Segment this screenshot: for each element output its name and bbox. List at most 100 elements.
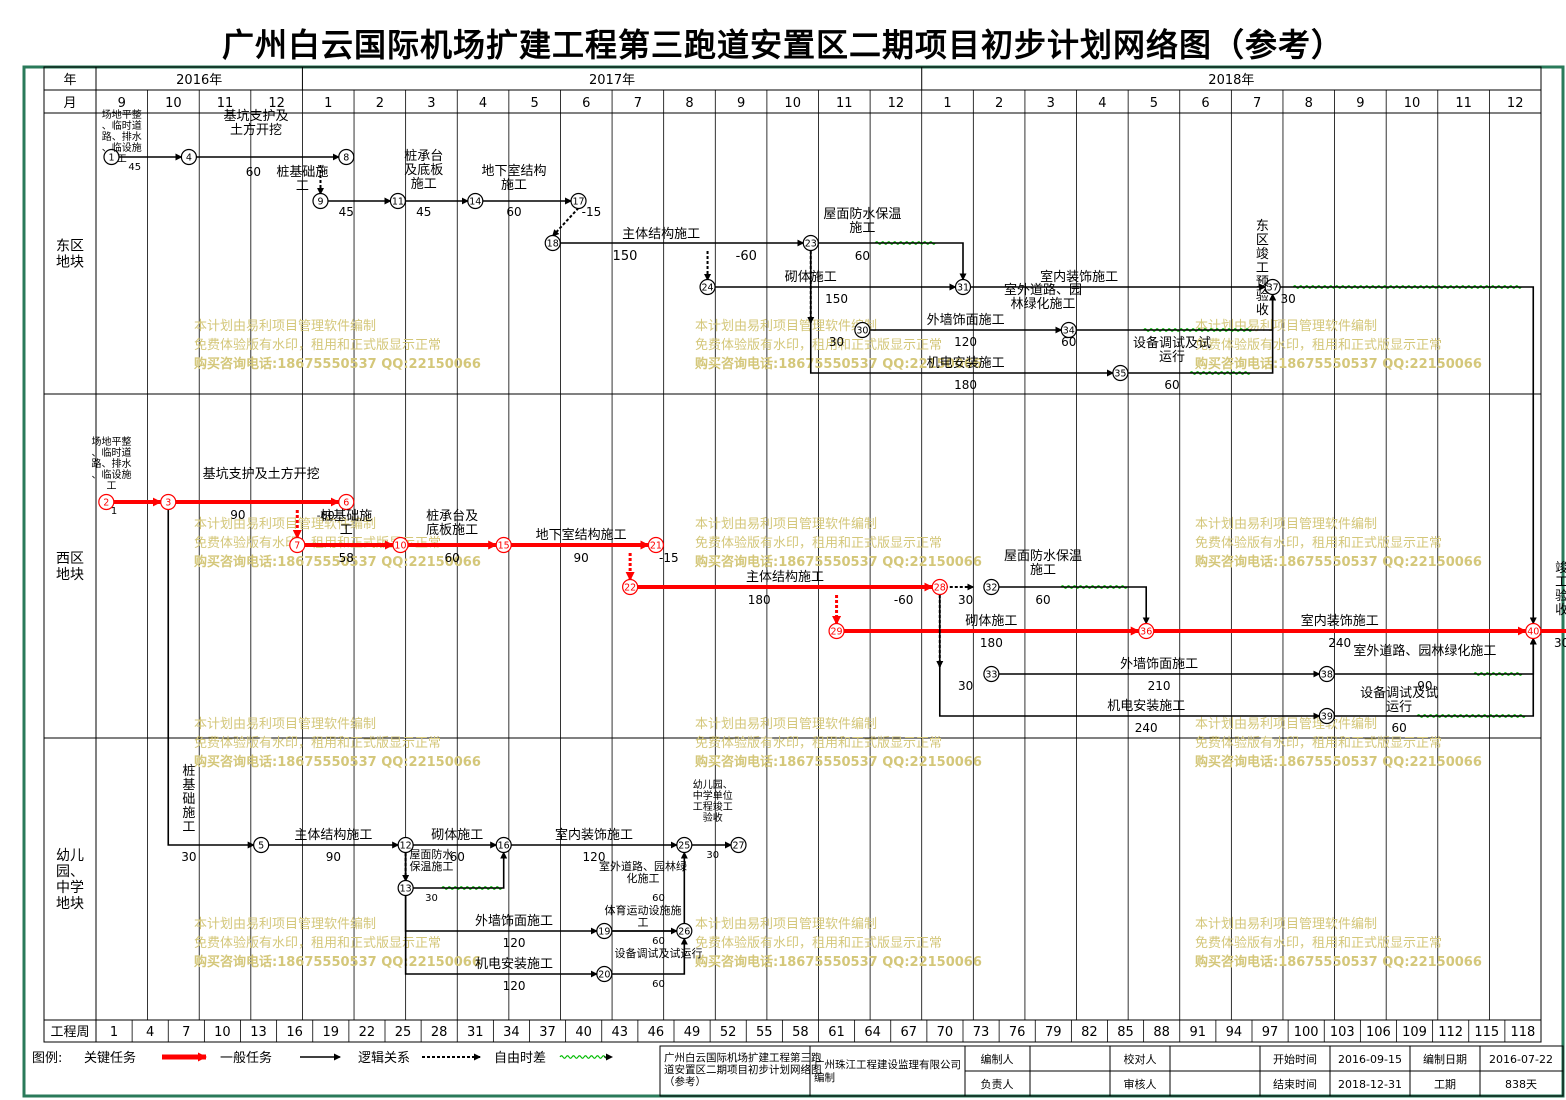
row-label: 园、 — [56, 864, 84, 880]
week-value: 34 — [503, 1025, 520, 1040]
info-duration-value: 838天 — [1505, 1078, 1537, 1091]
task-label: 60 — [652, 893, 665, 904]
event-node — [931, 578, 948, 596]
watermark-text: 购买咨询电话:18675550537 QQ:22150066 — [695, 754, 982, 770]
watermark-text: 购买咨询电话:18675550537 QQ:22150066 — [194, 554, 481, 570]
task-label: 幼儿园、中学单位工程竣工验收 — [693, 778, 733, 824]
watermark-text: 本计划由易利项目管理软件编制 — [695, 517, 877, 532]
month-label: 12 — [268, 96, 285, 111]
task-label: 45 — [339, 205, 354, 219]
month-label: 6 — [582, 96, 590, 111]
watermark-text: 本计划由易利项目管理软件编制 — [194, 517, 376, 532]
event-node — [98, 493, 115, 511]
week-value: 97 — [1262, 1025, 1279, 1040]
event-node — [338, 493, 355, 511]
row-label: 东区 — [56, 239, 84, 255]
watermark-text: 购买咨询电话:18675550537 QQ:22150066 — [695, 954, 982, 970]
event-node-number: 33 — [985, 670, 997, 681]
event-node — [596, 922, 613, 940]
event-node — [802, 234, 819, 252]
week-value: 76 — [1009, 1025, 1026, 1040]
month-label: 8 — [1305, 96, 1313, 111]
task-label: 120 — [583, 850, 606, 864]
task-label: 主体结构施工 — [746, 570, 824, 585]
task-label: 90 — [326, 850, 341, 864]
week-value: 10 — [214, 1025, 231, 1040]
event-node-number: 20 — [598, 970, 610, 981]
month-label: 5 — [1150, 96, 1158, 111]
task-label: 室内装饰施工 — [1301, 613, 1379, 629]
row-label: 中学 — [56, 880, 84, 896]
month-label: 2 — [376, 96, 384, 111]
week-value: 85 — [1117, 1025, 1134, 1040]
month-label: 8 — [685, 96, 693, 111]
week-value: 49 — [684, 1025, 701, 1040]
legend-logic-label: 逻辑关系 — [358, 1051, 410, 1066]
event-node — [289, 536, 306, 554]
week-value: 115 — [1474, 1025, 1499, 1040]
task-label: 60 — [1061, 335, 1076, 349]
event-node — [647, 536, 665, 554]
task-label: 屋面防水保温施工 — [409, 847, 453, 873]
task-label: 120 — [954, 335, 977, 349]
event-node-number: 38 — [1321, 670, 1333, 681]
watermark-text: 购买咨询电话:18675550537 QQ:22150066 — [1195, 954, 1482, 970]
event-node-number: 17 — [572, 197, 584, 208]
task-label: 30 — [958, 593, 973, 607]
task-label: 45 — [128, 162, 141, 173]
event-node-number: 37 — [1267, 283, 1279, 294]
event-node — [467, 192, 484, 210]
watermark-text: 免费体验版有水印，租用和正式版显示正常 — [1195, 735, 1442, 751]
task-label: 机电安装施工 — [1107, 699, 1185, 714]
week-value: 19 — [323, 1025, 340, 1040]
watermark-text: 购买咨询电话:18675550537 QQ:22150066 — [1195, 356, 1482, 372]
event-node-number: 13 — [400, 884, 412, 895]
month-label: 12 — [1507, 96, 1524, 111]
row-label: 西区 — [56, 551, 84, 567]
task-label: 屋面防水保温施工 — [1004, 548, 1082, 578]
legend-critical-label: 关键任务 — [84, 1050, 136, 1066]
week-value: 88 — [1153, 1025, 1170, 1040]
event-node-number: 5 — [258, 841, 264, 852]
task-label: 桩基础施工 — [320, 509, 372, 538]
week-value: 109 — [1402, 1025, 1427, 1040]
normal-task-arrow — [1280, 286, 1537, 625]
month-label: 12 — [888, 96, 905, 111]
week-value: 67 — [901, 1025, 918, 1040]
legend-and-info: 图例:关键任务一般任务逻辑关系自由时差广州白云国际机场扩建工程第三跑道安置区二期… — [32, 1045, 1564, 1097]
event-node-number: 10 — [394, 541, 406, 552]
normal-task-arrow — [1127, 293, 1277, 374]
event-node — [622, 578, 639, 596]
task-label: 场地平整、临时道路、排水、临设施工 — [91, 435, 131, 492]
task-label: 主体结构施工 — [622, 227, 700, 242]
event-node-number: 28 — [934, 583, 946, 594]
week-value: 31 — [467, 1025, 484, 1040]
month-label: 2 — [995, 96, 1003, 111]
task-label: -60 — [317, 509, 335, 522]
week-value: 55 — [756, 1025, 773, 1040]
task-label: 90 — [1417, 679, 1432, 693]
task-label: 地下室结构施工 — [536, 527, 627, 543]
normal-task-arrow — [998, 586, 1150, 625]
event-node-number: 11 — [392, 197, 404, 208]
normal-task-arrow — [611, 937, 688, 975]
event-node-number: 16 — [498, 841, 510, 852]
row-label: 地块 — [56, 896, 84, 912]
event-node — [495, 836, 512, 854]
event-node — [338, 148, 355, 166]
watermark-text: 免费体验版有水印，租用和正式版显示正常 — [695, 337, 942, 353]
task-label: 58 — [339, 551, 354, 565]
week-value: 73 — [973, 1025, 990, 1040]
week-value: 91 — [1190, 1025, 1207, 1040]
watermark-text: 本计划由易利项目管理软件编制 — [194, 717, 376, 732]
watermark-text: 本计划由易利项目管理软件编制 — [695, 717, 877, 732]
logic-relation-arrow — [551, 207, 580, 237]
task-label: 60 — [246, 165, 261, 179]
month-label: 7 — [634, 96, 642, 111]
task-label: 60 — [444, 551, 459, 565]
task-label: 设备调试及试运行 — [1133, 335, 1211, 365]
watermark-text: 免费体验版有水印，租用和正式版显示正常 — [695, 535, 942, 551]
